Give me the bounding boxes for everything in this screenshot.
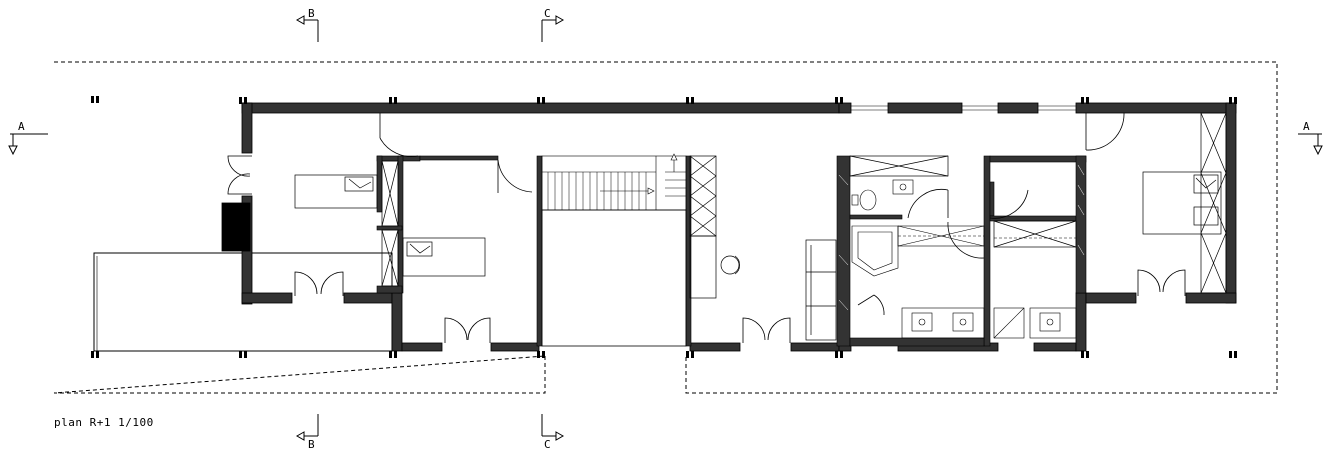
section-b-bottom-label: B [308,438,315,451]
slab-outline [53,61,1278,394]
plan-caption: plan R+1 1/100 [54,416,154,429]
beds [294,171,1222,277]
exterior-walls [221,102,1237,352]
section-c-top-label: C [544,7,551,20]
wall-hatch [838,164,1085,311]
windows [851,105,1076,111]
posts [91,96,1237,358]
section-c-bottom-label: C [544,438,551,451]
sanitary [851,179,1077,339]
section-a-right-label: A [1303,120,1310,133]
plan-scale: 1/100 [118,416,154,429]
doors [227,112,1186,343]
section-a-left-label: A [18,120,25,133]
section-b-top-label: B [308,7,315,20]
plan-title: plan R+1 [54,416,111,429]
furniture [720,239,837,341]
section-markers [8,15,1323,441]
staircase [541,153,687,347]
wardrobes [381,112,1227,299]
interior-walls [376,155,1087,347]
